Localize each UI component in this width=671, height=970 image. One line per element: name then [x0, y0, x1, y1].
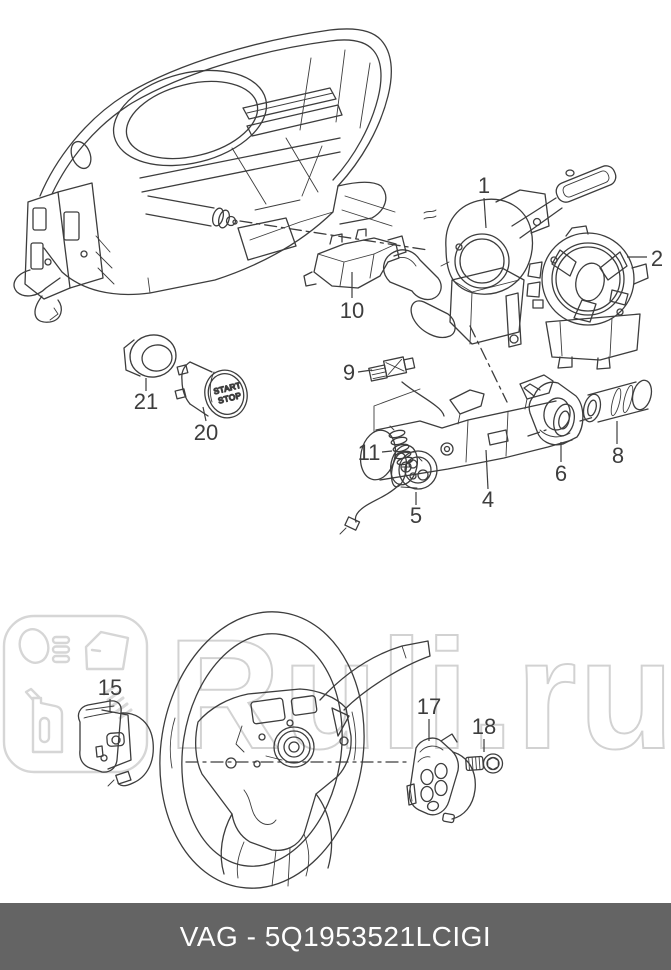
- footer-bar: VAG - 5Q1953521LCIGI: [0, 903, 671, 970]
- part-15-left-switch-module: [77, 700, 154, 787]
- callout-10: 10: [340, 298, 364, 323]
- part-18-screw: [465, 753, 504, 774]
- part-2-clock-spring: [526, 225, 649, 370]
- callout-17: 17: [417, 694, 441, 719]
- callouts: 1 2 10 9 11 5 4 6 8 21 20 15 17 18: [98, 173, 663, 752]
- part-1-steering-column-switch: [383, 165, 617, 348]
- callout-21: 21: [134, 389, 158, 414]
- car-door-icon: [84, 630, 130, 671]
- part-8-lock-cylinder: [582, 379, 653, 423]
- callout-20: 20: [194, 420, 218, 445]
- part-17-multifunction-switch: [406, 733, 476, 824]
- part-6-lock-cover: [523, 381, 584, 446]
- callout-5: 5: [410, 503, 422, 528]
- callout-11: 11: [358, 440, 381, 465]
- vent-slats-icon: [51, 635, 71, 664]
- oil-canister-icon: [24, 687, 64, 754]
- watermark-logo-box: [2, 614, 149, 774]
- callout-9: 9: [343, 360, 355, 385]
- callout-15: 15: [98, 675, 122, 700]
- part-20-start-stop-button: START STOP: [174, 361, 248, 419]
- callout-4: 4: [482, 487, 494, 512]
- callout-18: 18: [472, 714, 496, 739]
- callout-1: 1: [478, 173, 490, 198]
- headlight-icon: [18, 628, 50, 664]
- part-21-trim-ring: [123, 334, 177, 378]
- part-9-connector: [368, 356, 445, 417]
- steering-wheel: [159, 611, 431, 889]
- part-10-control-module: [303, 228, 407, 289]
- callout-2: 2: [651, 246, 663, 271]
- part-number-text: VAG - 5Q1953521LCIGI: [179, 920, 492, 952]
- callout-6: 6: [555, 461, 567, 486]
- callout-8: 8: [612, 443, 624, 468]
- dashboard-panel: [13, 28, 396, 323]
- part-5-ignition-switch: [339, 450, 438, 535]
